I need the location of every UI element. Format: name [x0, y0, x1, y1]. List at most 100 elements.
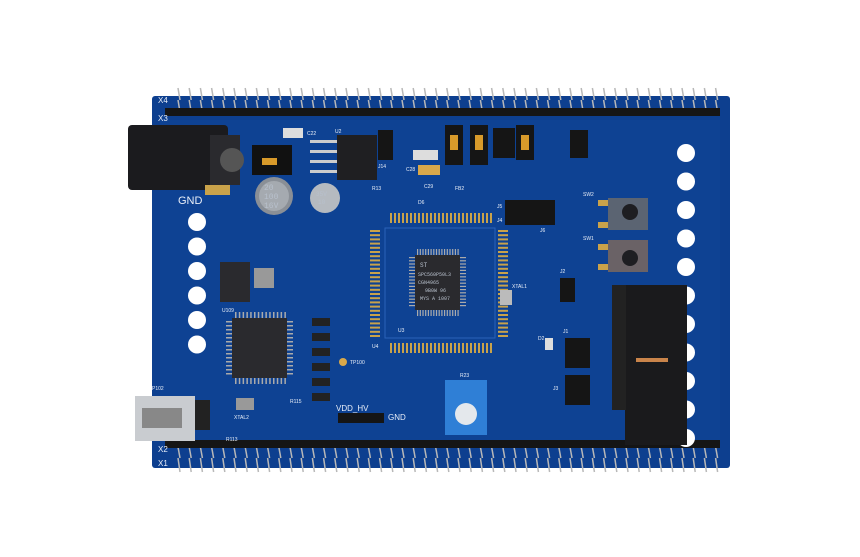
header-pin	[412, 87, 416, 101]
ic-pin	[446, 310, 448, 316]
push-button-sw2[interactable]	[598, 198, 648, 230]
ic-pin	[238, 312, 241, 318]
solder-pad	[498, 259, 508, 262]
ic-pin	[235, 378, 237, 384]
ic-pin	[460, 273, 466, 275]
header-pin	[446, 446, 450, 459]
header-pin	[423, 446, 428, 459]
ic-pin	[276, 312, 279, 318]
ic-pin	[438, 249, 440, 255]
ic-pin	[441, 310, 443, 316]
label-xtal1: XTAL1	[512, 284, 527, 290]
header-pin	[647, 446, 652, 459]
ic-pin	[452, 310, 454, 316]
ic-pin	[460, 282, 466, 284]
jtag-connector	[612, 285, 687, 445]
label-j2: J2	[560, 269, 566, 275]
header-pin	[670, 87, 674, 101]
ic-pin	[226, 365, 232, 367]
solder-pad	[446, 343, 448, 353]
header-pin	[222, 87, 226, 101]
ic-pin	[454, 310, 456, 316]
solder-pad	[370, 267, 380, 270]
header-pin	[356, 87, 360, 101]
solder-pad	[498, 251, 508, 253]
label-sw1: SW1	[583, 236, 594, 242]
solder-pad	[390, 343, 392, 353]
ic-pin	[226, 341, 232, 343]
header-pin	[490, 457, 495, 473]
ic-pin	[287, 357, 293, 359]
header-pin	[647, 87, 652, 101]
solder-pad	[498, 238, 508, 241]
header-pin	[222, 446, 226, 459]
ic-pin	[287, 365, 293, 367]
header-pin	[244, 87, 248, 101]
header-pin	[289, 87, 293, 101]
solder-pad	[370, 288, 380, 291]
ic-pin	[409, 276, 415, 278]
solder-pad	[394, 343, 396, 353]
ic-pin	[460, 266, 466, 268]
ic-pin	[226, 345, 232, 347]
header-pin	[188, 87, 192, 101]
mcu-marking: MYS A 1007	[420, 296, 450, 302]
solder-pad	[430, 343, 432, 353]
header-pin	[569, 446, 573, 459]
header-pin	[345, 87, 349, 101]
solder-pad	[486, 343, 488, 353]
header-pin	[636, 87, 640, 101]
ic-pin	[280, 312, 283, 318]
header-pin	[468, 87, 472, 101]
header-pin	[300, 457, 304, 473]
ic-pin	[250, 378, 252, 384]
header-pin	[390, 457, 394, 473]
label-r113: R113	[226, 437, 238, 443]
ic-pin	[409, 289, 415, 291]
header-pin	[199, 87, 204, 101]
solder-pad	[498, 305, 508, 308]
header-pin	[457, 457, 461, 473]
header-pin	[513, 87, 517, 101]
label-j3: J3	[553, 386, 559, 392]
ic-pin	[409, 305, 415, 307]
solder-pad	[490, 213, 492, 223]
header-pin	[524, 446, 528, 459]
ic-pin	[460, 263, 466, 265]
push-button-sw1[interactable]	[598, 240, 648, 272]
ic-pin	[287, 341, 293, 343]
ic-pin	[435, 249, 438, 255]
mounting-hole	[188, 335, 206, 354]
ic-pin	[273, 312, 275, 318]
solder-pad	[498, 335, 508, 337]
mounting-hole	[188, 286, 206, 305]
cap-text: 20	[264, 184, 274, 193]
header-pin	[177, 87, 181, 101]
crystal-xtal1	[500, 290, 512, 305]
solder-pad	[370, 305, 380, 308]
ic-pin	[449, 249, 451, 255]
ic-pin	[226, 321, 232, 323]
label-p102: P102	[152, 386, 164, 392]
header-pin	[434, 446, 439, 459]
solder-pad	[410, 213, 412, 223]
mcu-logo: ST	[420, 262, 428, 269]
mounting-hole	[677, 229, 695, 248]
label-x1: X1	[158, 459, 168, 468]
solder-pad	[370, 255, 380, 258]
header-pin	[591, 446, 596, 459]
power-header	[338, 413, 384, 423]
header-pin	[446, 87, 450, 101]
ic-pin	[427, 310, 429, 316]
header-pin	[647, 457, 652, 473]
solder-pad	[406, 213, 408, 223]
ic-pin	[419, 310, 421, 316]
solder-pad	[370, 242, 380, 245]
jumper-j3	[565, 375, 590, 405]
electrolytic-capacitor-2: 35V 10	[310, 183, 340, 213]
header-pin	[222, 457, 226, 473]
solder-pad	[498, 322, 508, 325]
ic-pin	[238, 378, 241, 384]
header-pin	[311, 87, 316, 101]
ic-pin	[242, 378, 245, 384]
